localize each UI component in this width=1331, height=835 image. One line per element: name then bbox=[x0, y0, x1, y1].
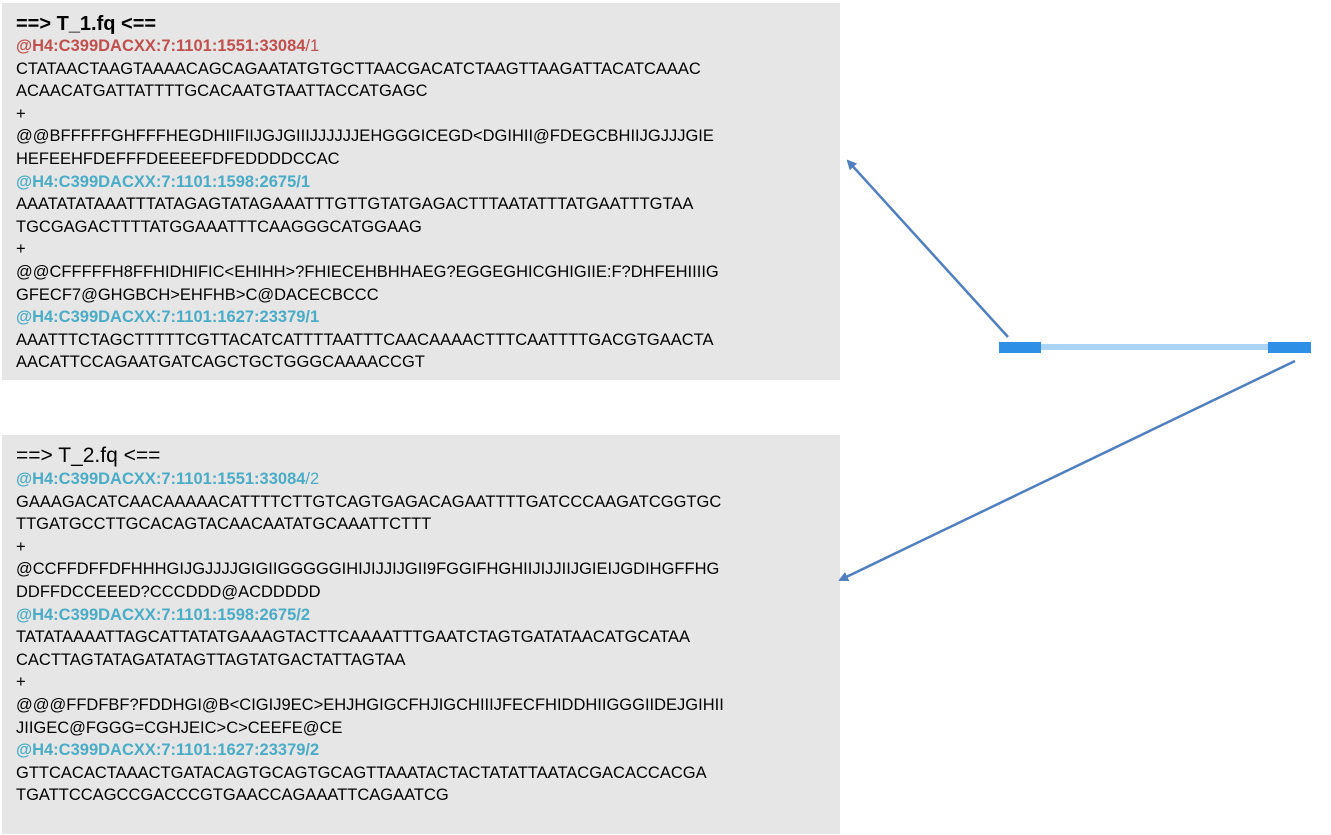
sequence-line: GTTCACACTAAACTGATACAGTGCAGTGCAGTTAAATACT… bbox=[16, 763, 707, 782]
arrow-to-t1 bbox=[846, 159, 1009, 338]
read-id: @H4:C399DACXX:7:1101:1627:23379/1 bbox=[16, 308, 320, 327]
sequence-line: TGATTCCAGCCGACCCGTGAACCAGAAATTCAGAATCG bbox=[16, 786, 449, 805]
sequence-line: @@CFFFFFH8FFHIDHIFIC<EHIHH>?FHIECEHBHHAE… bbox=[16, 262, 719, 281]
sequence-line: GAAAGACATCAACAAAAACATTTTCTTGTCAGTGAGACAG… bbox=[16, 492, 722, 511]
read-header: @H4:C399DACXX:7:1101:1627:23379/2 bbox=[16, 739, 826, 762]
read-id: @H4:C399DACXX:7:1101:1627:23379/2 bbox=[16, 741, 320, 760]
sequence-line: AAATTTCTAGCTTTTTCGTTACATCATTTTAATTTCAACA… bbox=[16, 330, 714, 349]
arrow-to-t2 bbox=[838, 359, 1296, 582]
sequence-line: DDFFDCCEEED?CCCDDD@ACDDDDD bbox=[16, 582, 321, 601]
separator-line: + bbox=[16, 240, 26, 259]
mate-suffix: /1 bbox=[305, 37, 320, 55]
separator-line: + bbox=[16, 537, 26, 556]
sequence-line: GFECF7@GHGBCH>EHFHB>C@DACECBCCC bbox=[16, 285, 379, 304]
mate-suffix: /2 bbox=[305, 470, 320, 488]
read-2-bar bbox=[1268, 342, 1311, 353]
separator-line: + bbox=[16, 673, 26, 692]
sequence-line: TTGATGCCTTGCACAGTACAACAATATGCAAATTCTTT bbox=[16, 515, 432, 534]
sequence-line: AACATTCCAGAATGATCAGCTGCTGGGCAAAACCGT bbox=[16, 353, 425, 372]
fastq-panel-t2: ==> T_2.fq <== @H4:C399DACXX:7:1101:1551… bbox=[2, 435, 840, 834]
sequence-line: @@BFFFFFGHFFFHEGDHIIFIIJGJGIIIJJJJJJEHGG… bbox=[16, 127, 714, 146]
read-header: @H4:C399DACXX:7:1101:1551:33084/2 bbox=[16, 468, 826, 491]
sequence-line: @CCFFDFFDFHHHGIJGJJJJGIGIIGGGGGIHIJIJJIJ… bbox=[16, 560, 720, 579]
sequence-line: CTATAACTAAGTAAAACAGCAGAATATGTGCTTAACGACA… bbox=[16, 59, 701, 78]
read-id: @H4:C399DACXX:7:1101:1598:2675/1 bbox=[16, 172, 311, 191]
separator-line: + bbox=[16, 104, 26, 123]
file-title: ==> T_1.fq <== bbox=[16, 13, 157, 35]
read-id: @H4:C399DACXX:7:1101:1551:33084 bbox=[16, 37, 306, 55]
sequence-line: HEFEEHFDEFFFDEEEEFDFEDDDDCCAC bbox=[16, 149, 340, 168]
sequence-line: AAATATATAAATTTATAGAGTATAGAAATTTGTTGTATGA… bbox=[16, 195, 694, 214]
sequence-line: CACTTAGTATAGATATAGTTAGTATGACTATTAGTAA bbox=[16, 650, 406, 669]
read-1-bar bbox=[999, 342, 1041, 353]
read-id: @H4:C399DACXX:7:1101:1598:2675/2 bbox=[16, 605, 311, 624]
fastq-panel-t1: ==> T_1.fq <== @H4:C399DACXX:7:1101:1551… bbox=[2, 3, 840, 380]
sequence-line: TGCGAGACTTTTATGGAAATTTCAAGGGCATGGAAG bbox=[16, 217, 422, 236]
file-title: ==> T_2.fq <== bbox=[16, 444, 161, 467]
sequence-line: JIIGEC@FGGG=CGHJEIC>C>CEEFE@CE bbox=[16, 718, 343, 737]
read-header: @H4:C399DACXX:7:1101:1598:2675/1 bbox=[16, 171, 826, 194]
sequence-line: ACAACATGATTATTTTGCACAATGTAATTACCATGAGC bbox=[16, 82, 428, 101]
read-header: @H4:C399DACXX:7:1101:1551:33084/1 bbox=[16, 35, 826, 58]
sequence-line: TATATAAAATTAGCATTATATGAAAGTACTTCAAAATTTG… bbox=[16, 628, 691, 647]
read-id: @H4:C399DACXX:7:1101:1551:33084 bbox=[16, 470, 306, 488]
sequence-line: @@@FFDFBF?FDDHGI@B<CIGIJ9EC>EHJHGIGCFHJI… bbox=[16, 695, 724, 714]
read-header: @H4:C399DACXX:7:1101:1598:2675/2 bbox=[16, 604, 826, 627]
fragment-insert-bar bbox=[1040, 344, 1268, 350]
read-header: @H4:C399DACXX:7:1101:1627:23379/1 bbox=[16, 306, 826, 329]
